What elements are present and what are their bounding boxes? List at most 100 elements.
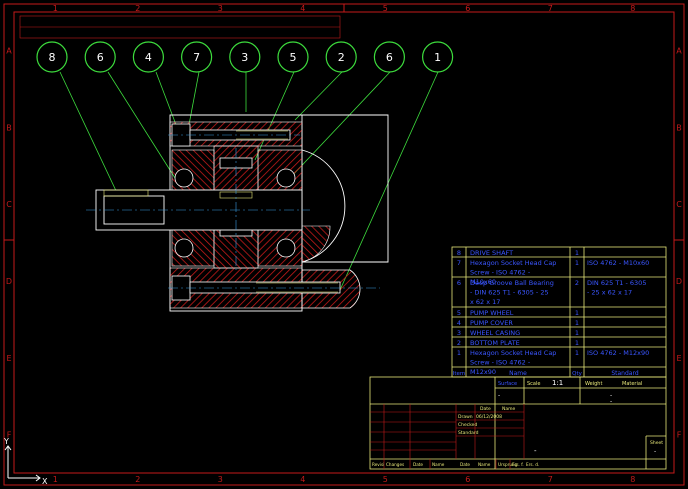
bom-item-standard: DIN 625 T1 - 6305 — [587, 279, 646, 287]
bom-row: 5 PUMP WHEEL 1 — [457, 309, 579, 317]
scale-value: 1:1 — [552, 379, 563, 387]
revision-label: Ers. f. — [512, 462, 524, 467]
standard-label: Standard — [458, 430, 479, 436]
bom-item-standard: ISO 4762 - M12x90 — [587, 349, 649, 357]
title-dash: - — [534, 447, 537, 455]
grid-col-label: 4 — [300, 4, 305, 13]
grid-row-label: F — [7, 431, 12, 440]
bom-item-number: 4 — [457, 319, 461, 327]
grid-row-label: E — [6, 354, 11, 363]
bom-item-qty: 2 — [575, 279, 579, 287]
date-label: Date — [480, 406, 491, 412]
grid-col-label: 7 — [548, 4, 553, 13]
grid-row-label: A — [6, 46, 12, 55]
revision-label: Name — [478, 462, 491, 467]
bom-item-name: Hexagon Socket Head Cap — [470, 349, 556, 357]
assembly-section — [86, 114, 389, 312]
revision-label: Name — [432, 462, 445, 467]
bom-item-name: Deep Groove Ball Bearing — [470, 279, 554, 287]
material-label: Material — [622, 381, 642, 387]
grid-row-label: B — [6, 123, 12, 132]
bom-item-name: Screw - ISO 4762 - — [470, 359, 531, 367]
ucs-icon — [4, 445, 41, 482]
material-dash: - — [610, 398, 612, 405]
balloon-number: 1 — [434, 51, 441, 64]
bom-row: 4 PUMP COVER 1 — [457, 319, 579, 327]
screw-threads — [236, 130, 338, 293]
revision-label: Ers. d. — [526, 462, 539, 467]
ucs-y-label: Y — [3, 437, 9, 446]
balloon-circle — [84, 41, 116, 73]
balloon-circle — [373, 41, 405, 73]
revision-label: Ursprung — [498, 462, 518, 467]
grid-col-label: 5 — [383, 4, 388, 13]
bom-item-name: - DIN 625 T1 - 6305 - 25 — [470, 289, 549, 297]
bom-item-standard: ISO 4762 - M10x60 — [587, 259, 649, 267]
bom-item-name: M12x90 — [470, 368, 496, 376]
bom-item-number: 3 — [457, 329, 461, 337]
grid-row-label: B — [676, 123, 682, 132]
scale-label: Scale — [527, 381, 540, 387]
grid-row-label: E — [676, 354, 681, 363]
surface-label: Surface — [498, 381, 517, 387]
drawn-date: 06/12/2008 — [476, 414, 502, 420]
bom-item-number: 2 — [457, 339, 461, 347]
grid-col-label: 6 — [465, 475, 470, 484]
bom-item-number: 5 — [457, 309, 461, 317]
sheet-dash: - — [654, 448, 656, 455]
balloon-circle — [132, 41, 164, 73]
balloon-number: 7 — [193, 51, 200, 64]
grid-col-label: 4 — [300, 475, 305, 484]
balloon-circle — [422, 41, 454, 73]
bom-item-number: 8 — [457, 249, 461, 257]
bom-header-standard: Standard — [611, 370, 638, 377]
grid-row-label: A — [676, 46, 682, 55]
grid-col-label: 1 — [53, 4, 58, 13]
surface-dash: - — [498, 392, 500, 399]
bom-item-qty: 1 — [575, 309, 579, 317]
bom-item-name: PUMP COVER — [470, 319, 513, 327]
ucs-x-label: X — [42, 477, 48, 486]
bom-item-qty: 1 — [575, 319, 579, 327]
balloon-number: 6 — [97, 51, 104, 64]
balloon-number: 5 — [290, 51, 297, 64]
sheet-label: Sheet — [650, 440, 663, 446]
grid-column-labels: 1 1 2 2 3 3 4 4 5 5 6 6 7 7 8 8 — [53, 4, 636, 484]
balloon-circle — [36, 41, 68, 73]
bom-header-item: Item — [453, 371, 466, 377]
ball-bearings — [174, 168, 296, 258]
checked-label: Checked — [458, 422, 477, 428]
bom-item-name: PUMP WHEEL — [470, 309, 514, 317]
bom-item-qty: 1 — [575, 349, 579, 357]
bom-item-name: BOTTOM PLATE — [470, 339, 520, 347]
bom-item-name: Screw - ISO 4762 - — [470, 269, 531, 277]
revision-label: Date — [413, 462, 423, 467]
balloon-circle — [181, 41, 213, 73]
grid-col-label: 3 — [218, 475, 223, 484]
grid-row-label: D — [676, 277, 682, 286]
balloon-circle — [325, 41, 357, 73]
grid-col-label: 8 — [630, 475, 635, 484]
weight-dash: - — [610, 392, 612, 399]
drawn-label: Drawn — [458, 414, 473, 420]
grid-row-label: F — [677, 431, 682, 440]
drawing-frame — [3, 3, 685, 486]
balloon-number: 2 — [338, 51, 345, 64]
bom-item-name: x 62 x 17 — [470, 298, 500, 306]
grid-row-label: C — [676, 200, 682, 209]
weight-label: Weight — [585, 381, 602, 387]
grid-row-label: D — [6, 277, 12, 286]
balloon-circle — [277, 41, 309, 73]
balloon-number: 4 — [145, 51, 152, 64]
revision-label: Date — [460, 462, 470, 467]
